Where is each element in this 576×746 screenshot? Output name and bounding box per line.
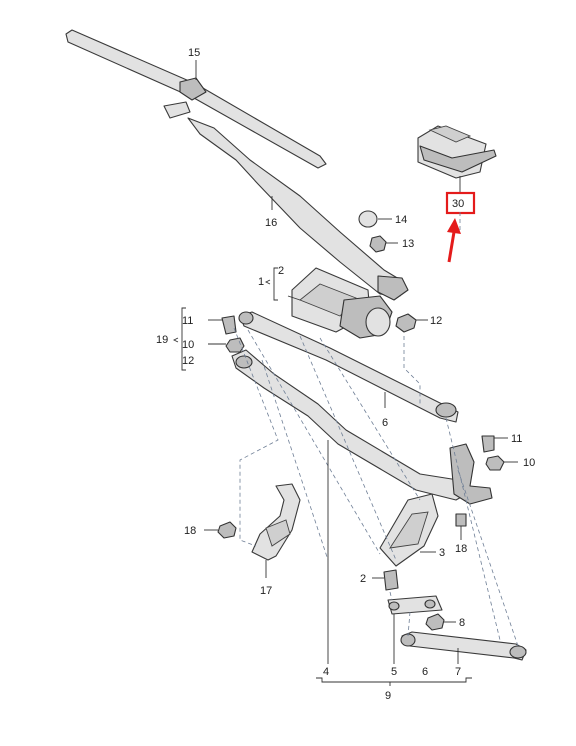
linkage-bar-part-6[interactable] [238,311,459,423]
highlight-arrow [447,218,461,263]
callout-9: 9 [385,690,391,702]
callout-17: 17 [260,585,272,597]
nut-part-8[interactable] [425,613,456,631]
wiper-blade-part-15[interactable] [65,29,327,169]
bolt-part-2-lower[interactable] [372,569,399,591]
callout-18-left: 18 [184,525,196,537]
linkage-rod-part-7[interactable] [400,631,527,661]
callout-5: 5 [391,666,397,678]
callout-11-left: 11 [182,315,193,327]
bolt-part-11-right[interactable] [481,435,508,453]
callout-6-lower: 6 [422,666,428,678]
callout-10-right: 10 [523,457,535,469]
callout-1: 1 [258,276,264,288]
cap-part-14[interactable] [358,210,392,228]
clip-part-18-right[interactable] [455,513,467,540]
callout-4: 4 [323,666,329,678]
nut-part-12-upper[interactable] [395,313,428,333]
callout-16: 16 [265,217,277,229]
callout-13: 13 [402,238,414,250]
callout-11-right: 11 [511,433,522,445]
bracket-part-17[interactable] [251,483,301,578]
callout-2-upper: 2 [278,265,284,277]
bottom-leaders [316,440,472,686]
mounting-plate-part-3[interactable] [379,493,439,567]
callout-18-right: 18 [455,543,467,555]
callout-19: 19 [156,334,168,346]
callout-6-upper: 6 [382,417,388,429]
callout-2-lower: 2 [360,573,366,585]
callout-3: 3 [439,547,445,559]
callout-10-left: 10 [182,339,194,351]
nut-part-10-right[interactable] [485,455,518,471]
wiper-arm-part-16[interactable] [163,101,409,301]
clip-part-18-left[interactable] [204,521,237,539]
callout-12-left: 12 [182,355,194,367]
nut-part-10-left[interactable] [208,337,245,353]
callout-labels: 15 16 14 13 30 1 2 12 19 11 10 12 6 11 1… [156,47,535,702]
wiper-frame-part-4[interactable] [231,349,493,505]
callout-12-upper: 12 [430,315,442,327]
wiper-motor-part-1[interactable] [287,267,393,339]
part-30-highlight-box [445,191,476,215]
callout-30: 30 [452,198,464,210]
bolt-part-11-left[interactable] [208,315,237,335]
group-brackets [172,267,278,371]
nut-part-13[interactable] [369,235,398,253]
callout-15: 15 [188,47,200,59]
assembly-guide-lines [233,212,519,647]
callout-14: 14 [395,214,407,226]
callout-7: 7 [455,666,461,678]
module-part-30[interactable] [417,125,497,192]
link-part-5[interactable] [387,595,443,615]
callout-8: 8 [459,617,465,629]
